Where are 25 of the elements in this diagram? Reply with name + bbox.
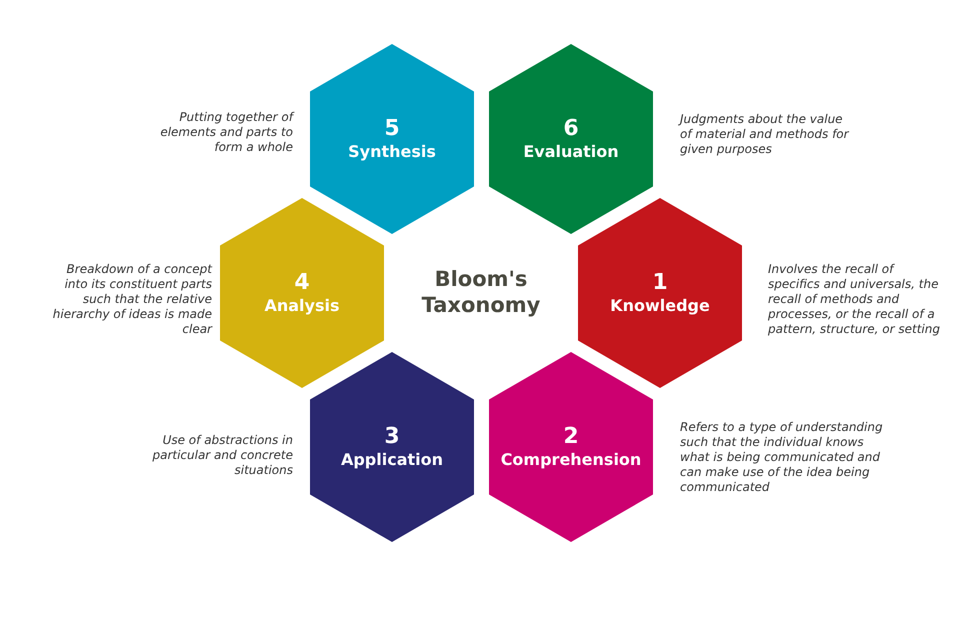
description-text: Judgments about the value of material and methods for given purposes — [680, 112, 850, 157]
description-text: Involves the recall of specifics and universals, the recall of methods and processes, or the recall of a pattern, structure, or setting — [768, 262, 941, 337]
hexagon-node — [310, 44, 474, 234]
description-text: Putting together of elements and parts to form a whole — [159, 110, 293, 155]
level-number: 4 — [294, 270, 310, 296]
description-text: Breakdown of a concept into its constituent parts such that the relative hierarchy of ideas is made clear — [52, 262, 212, 337]
level-name: Application — [340, 450, 444, 470]
level-number: 1 — [652, 270, 668, 296]
level-number: 3 — [384, 424, 400, 450]
hexagon-node — [489, 44, 653, 234]
level-number: 6 — [563, 116, 579, 142]
diagram-title: Bloom's Taxonomy — [420, 266, 542, 318]
description-text: Use of abstractions in particular and concrete situations — [151, 433, 293, 478]
level-name: Comprehension — [500, 450, 642, 470]
hexagon-node — [310, 352, 474, 542]
description-text: Refers to a type of understanding such that the individual knows what is being communicated and can make use of the idea being communicated — [680, 420, 884, 495]
hexagon-node — [220, 198, 384, 388]
level-number: 2 — [563, 424, 579, 450]
level-name: Evaluation — [523, 142, 619, 162]
level-name: Synthesis — [348, 142, 436, 162]
hexagon-node — [578, 198, 742, 388]
level-name: Knowledge — [610, 296, 710, 316]
level-number: 5 — [384, 116, 400, 142]
level-name: Analysis — [264, 296, 340, 316]
hexagon-node — [489, 352, 653, 542]
